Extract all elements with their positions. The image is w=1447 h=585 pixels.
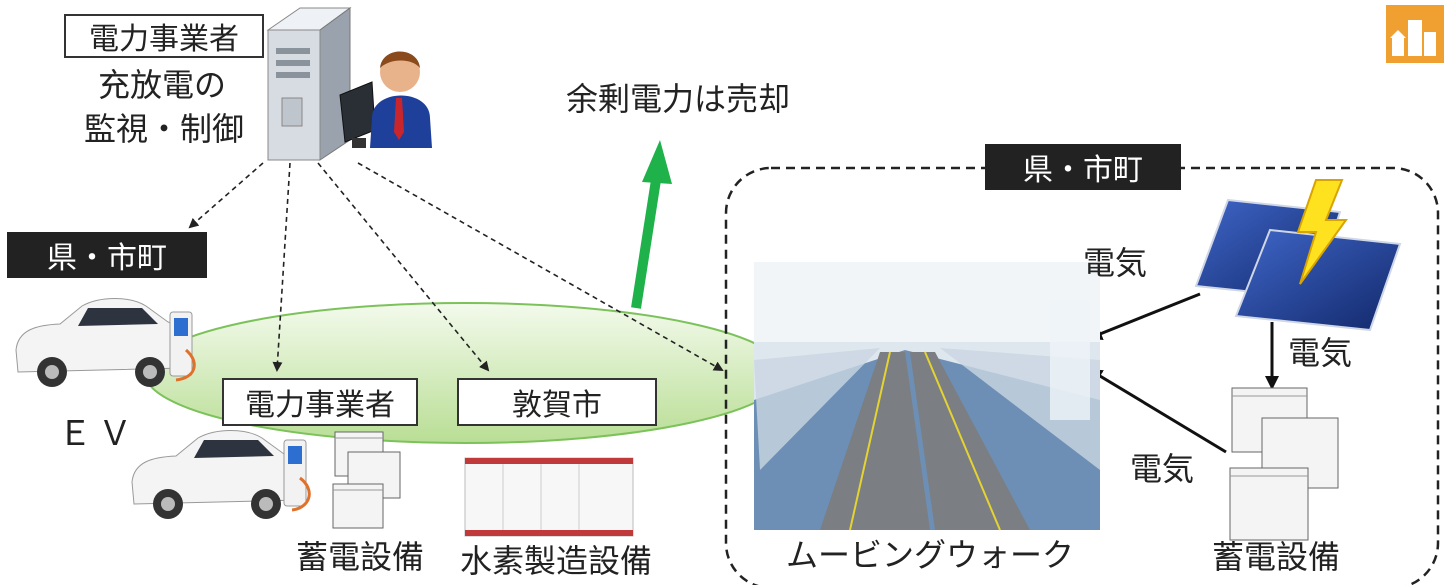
surplus-arrow-head [642, 140, 672, 184]
storage-right-label: 蓄電設備 [1212, 538, 1341, 576]
walkway-photo [754, 262, 1100, 531]
walkway-label: ムービングウォーク [786, 536, 1075, 574]
operator-label: 電力事業者 [64, 14, 264, 58]
left-owner-label: 県・市町 [7, 232, 207, 278]
right-group-frame [724, 166, 1440, 585]
center-operator-label: 電力事業者 [222, 378, 418, 426]
computer-tower-icon [266, 7, 352, 161]
operator-person-icon [339, 51, 432, 148]
storage-left-label: 蓄電設備 [296, 538, 425, 576]
hydrogen-label: 水素製造設備 [460, 542, 653, 580]
ev-car-icon [131, 430, 301, 519]
elec-arrow-storage-walkway [1088, 368, 1227, 454]
city-label: 敦賀市 [457, 378, 657, 426]
electricity-label-right: 電気 [1288, 334, 1353, 372]
hydrogen-unit-icon [464, 457, 634, 537]
ev-label: ＥＶ [58, 414, 138, 454]
control-arrow-left [188, 162, 264, 229]
control-arrow-right [357, 162, 724, 371]
elec-arrow-solar-walkway [1088, 292, 1201, 341]
right-owner-label: 県・市町 [985, 144, 1181, 190]
ev-car-icon [15, 298, 185, 387]
surplus-arrow [631, 179, 661, 309]
surplus-label: 余剰電力は売却 [566, 80, 791, 118]
electricity-label-bottom: 電気 [1130, 450, 1195, 488]
electricity-label-top: 電気 [1083, 244, 1148, 282]
solar-panel-icon [1194, 198, 1402, 332]
monitor-text-line1: 充放電の [98, 66, 227, 104]
ev-charger-icon [169, 311, 196, 382]
control-arrow-operator [272, 162, 291, 372]
battery-storage-icon [332, 431, 401, 529]
city-buildings-icon [1386, 5, 1444, 63]
ev-charger-icon [283, 439, 311, 512]
monitor-text-line2: 監視・制御 [84, 110, 245, 148]
battery-storage-icon [1229, 387, 1339, 541]
lightning-icon [1296, 179, 1348, 285]
